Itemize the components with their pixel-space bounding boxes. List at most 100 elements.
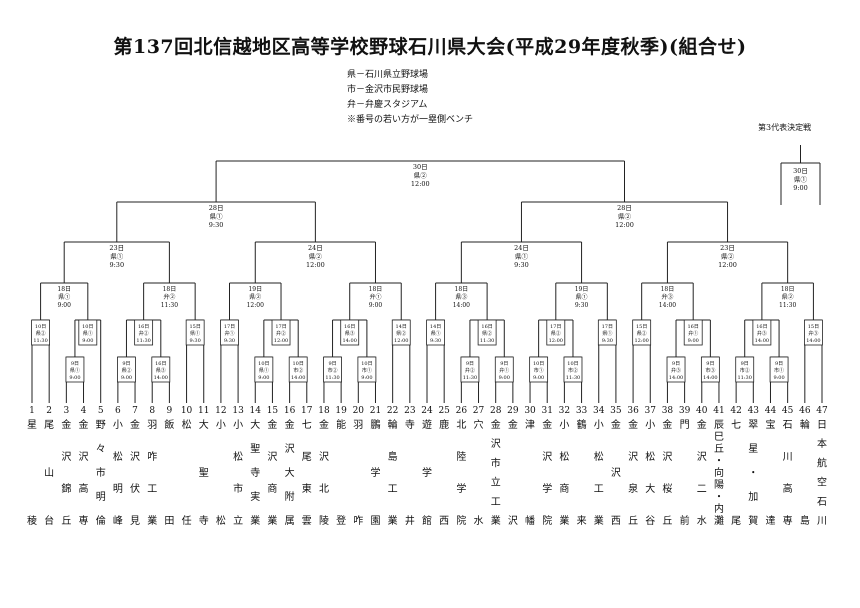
game-date: 9日	[706, 361, 714, 367]
game-date: 18日	[781, 286, 795, 293]
team-name-char: 尾	[731, 515, 741, 527]
game-date: 15日	[808, 324, 819, 330]
team-number: 2	[46, 406, 52, 416]
team-name-char: 業	[147, 514, 157, 527]
game-site: 県②	[637, 330, 647, 337]
team-name-char: 石	[783, 420, 793, 431]
team-name-char: 西	[611, 516, 621, 527]
team-name-char: 松	[645, 450, 655, 463]
team-name-char: 専	[783, 515, 793, 527]
team-number: 15	[267, 406, 279, 416]
team-name-char: 金	[628, 418, 638, 431]
game-site: 市③	[705, 367, 715, 374]
game-time: 14:00	[755, 338, 769, 344]
game-site: 弁②	[276, 330, 286, 337]
page-title: 第137回北信越地区高等学校野球石川県大会(平成29年度秋季)(組合せ)	[113, 36, 747, 58]
team-name-char: 向	[714, 466, 724, 479]
team-name-char: 沢	[542, 450, 552, 463]
team-name-char: 巳	[714, 431, 724, 443]
team-name-char: 東	[302, 482, 312, 495]
team-name-char: 松	[216, 514, 226, 527]
team-name-char: 聖	[250, 443, 260, 455]
game-date: 16日	[155, 361, 166, 367]
team-name-char: 金	[491, 418, 501, 431]
game-date: 14日	[396, 324, 407, 330]
legend-line: 弁－弁慶スタジアム	[347, 100, 428, 110]
team-number: 19	[335, 406, 347, 416]
team-name-char: 尾	[44, 419, 54, 431]
team-name-char: 学	[422, 466, 432, 479]
team-name-char: 峰	[113, 515, 123, 527]
game-site: 県③	[345, 330, 355, 337]
team-name-char: 沢	[697, 450, 707, 463]
game-date: 24日	[308, 244, 323, 252]
game-time: 11:30	[463, 375, 477, 381]
game-date: 18日	[163, 286, 177, 293]
game-time: 9:30	[209, 221, 224, 229]
team-number: 43	[748, 406, 760, 416]
game-site: 弁②	[163, 293, 175, 301]
team-name-char: 辰	[714, 419, 724, 431]
game-time: 9:00	[258, 375, 269, 381]
team-number: 38	[662, 406, 674, 416]
game-site: 県①	[515, 253, 529, 261]
game-date: 9日	[71, 361, 79, 367]
team-name-char: 金	[508, 418, 518, 431]
game-site: 弁③	[808, 330, 818, 337]
team-name-char: 明	[96, 491, 106, 503]
team-number: 33	[576, 406, 588, 416]
game-site: 弁③	[671, 367, 681, 374]
game-site: 弁②	[465, 367, 475, 374]
team-name-char: 灘	[714, 514, 724, 527]
team-number: 37	[645, 406, 657, 416]
team-name-char: 大	[645, 482, 655, 495]
game-date: 9日	[122, 361, 130, 367]
team-name-char: 工	[147, 484, 157, 495]
team-name-char: 尾	[302, 451, 312, 463]
game-time: 12:00	[274, 338, 288, 344]
game-time: 14:00	[806, 338, 820, 344]
game-site: 県②	[36, 330, 46, 337]
team-number: 36	[627, 406, 639, 416]
team-number: 20	[353, 406, 365, 416]
team-name-char: 聖	[199, 467, 209, 479]
team-name-char: 川	[817, 516, 827, 527]
game-site: 県①	[576, 293, 588, 301]
game-site: 弁①	[369, 293, 381, 301]
team-number: 47	[816, 406, 828, 416]
team-name-char: 業	[594, 514, 604, 527]
team-name-char: 水	[697, 515, 707, 527]
team-name-char: 商	[559, 482, 569, 495]
game-time: 12:00	[634, 338, 648, 344]
game-time: 14:00	[659, 302, 676, 309]
team-name-char: 能	[336, 418, 346, 431]
team-name-char: 高	[783, 482, 793, 495]
team-name-char: 航	[817, 456, 827, 469]
team-name-char: 宝	[765, 418, 775, 431]
game-date: 10日	[35, 324, 46, 330]
team-name-char: 寺	[250, 467, 260, 479]
game-site: 弁①	[499, 367, 509, 374]
team-name-char: 沢	[130, 450, 140, 463]
team-name-char: 沢	[285, 442, 295, 455]
team-number: 29	[507, 406, 519, 416]
team-name-char: 学	[370, 466, 380, 479]
game-date: 15日	[189, 324, 200, 330]
team-number: 35	[610, 406, 622, 416]
team-name-char: 沢	[267, 450, 277, 463]
team-number: 22	[387, 406, 398, 416]
game-date: 17日	[275, 324, 286, 330]
game-date: 19日	[248, 286, 262, 293]
team-name-char: 鵬	[370, 418, 380, 431]
team-name-char: 石	[817, 497, 827, 508]
team-name-char: 丘	[628, 515, 638, 527]
game-time: 14:00	[703, 375, 717, 381]
game-date: 17日	[602, 324, 613, 330]
team-name-char: 業	[559, 514, 569, 527]
team-name-char: 二	[697, 484, 707, 495]
team-name-char: 院	[542, 514, 552, 527]
game-date: 9日	[500, 361, 508, 367]
team-name-char: 賀	[748, 515, 758, 527]
game-site: 県①	[70, 367, 80, 374]
team-name-char: 松	[233, 450, 243, 463]
